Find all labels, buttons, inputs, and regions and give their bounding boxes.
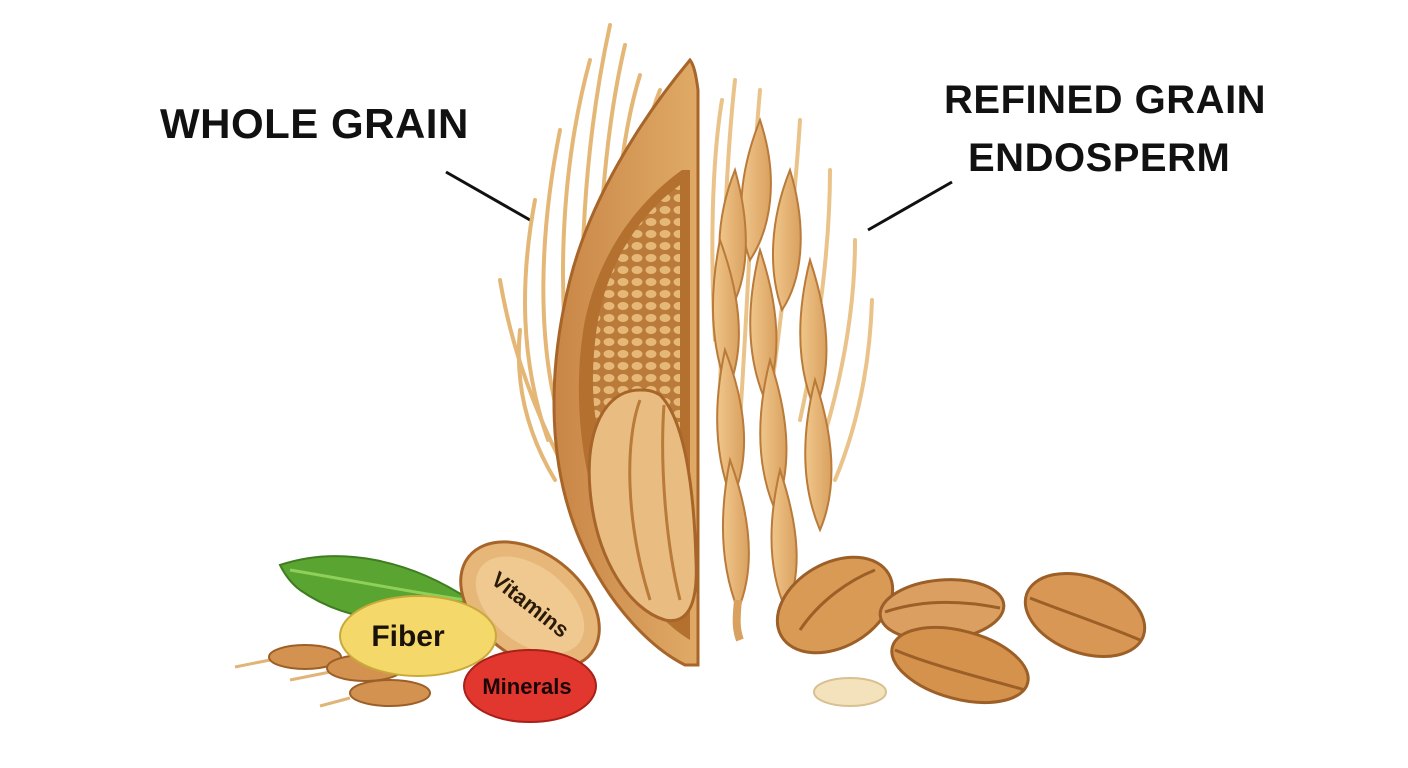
refined-grain-pointer-line [867, 180, 953, 232]
whole-grain-germ [587, 388, 698, 623]
whole-grain-label: WHOLE GRAIN [160, 100, 469, 147]
whole-grain-pointer-line [445, 170, 531, 222]
fiber-pill: Fiber [339, 595, 497, 677]
refined-grain-label: REFINED GRAIN [944, 78, 1267, 122]
fiber-label: Fiber [371, 620, 445, 653]
refined-kernels [775, 555, 1147, 707]
endosperm-label: ENDOSPERM [968, 136, 1231, 180]
minerals-pill: Minerals [463, 649, 597, 723]
germ-groove [628, 399, 652, 601]
minerals-label: Minerals [482, 674, 571, 699]
germ-groove [661, 404, 682, 601]
refined-grain-stem [732, 599, 744, 642]
whole-grain-endosperm-cells [592, 185, 680, 440]
loose-whole-grains [234, 644, 431, 708]
refined-grain-kernels [712, 117, 833, 613]
